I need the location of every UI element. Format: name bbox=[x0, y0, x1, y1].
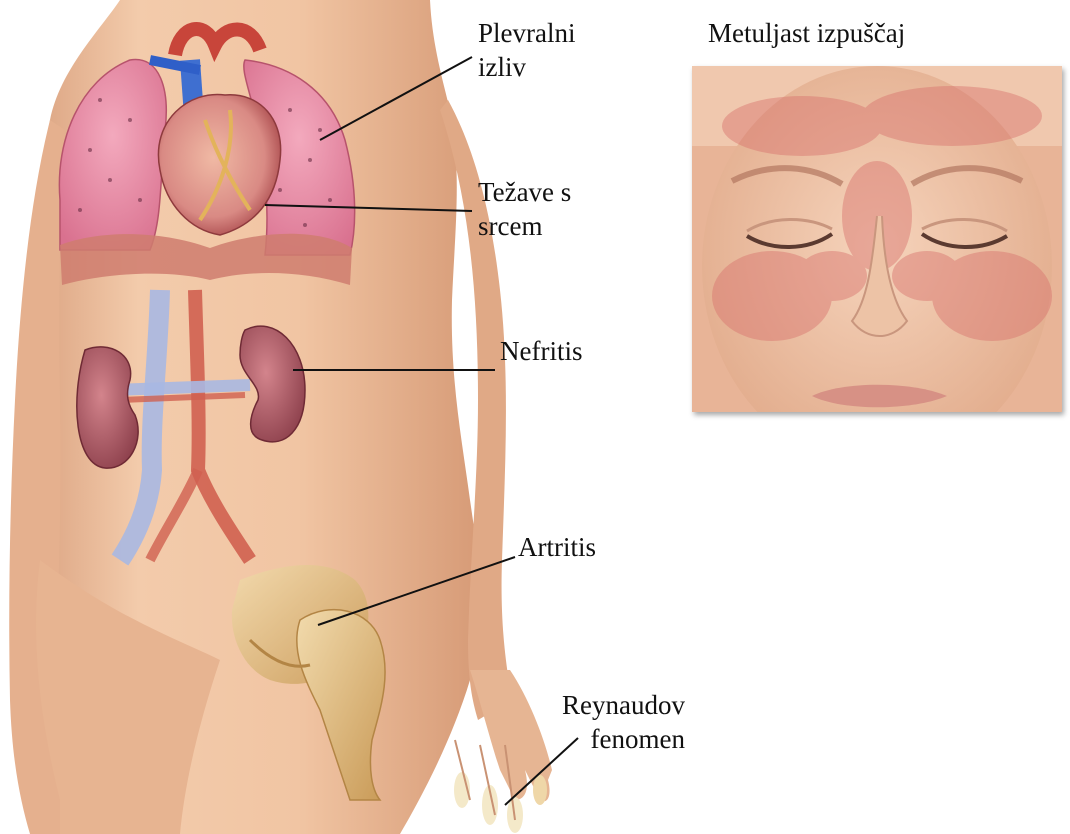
label-pleural-line-1: Plevralni bbox=[478, 16, 575, 50]
face-panel bbox=[692, 66, 1062, 412]
label-raynaud-line-1: Reynaudov bbox=[562, 688, 685, 722]
label-heart-line-2: srcem bbox=[478, 209, 571, 243]
label-butterfly-text: Metuljast izpuščaj bbox=[708, 16, 905, 50]
label-nephritis-text: Nefritis bbox=[500, 334, 582, 368]
hand bbox=[454, 670, 552, 833]
label-heart-line-1: Težave s bbox=[478, 175, 571, 209]
label-pleural-effusion: Plevralni izliv bbox=[478, 16, 575, 84]
label-arthritis-text: Artritis bbox=[518, 530, 596, 564]
left-kidney bbox=[77, 347, 138, 468]
label-raynaud-line-2: fenomen bbox=[562, 722, 685, 756]
label-nephritis: Nefritis bbox=[500, 334, 582, 368]
label-heart-problems: Težave s srcem bbox=[478, 175, 571, 243]
label-raynaud: Reynaudov fenomen bbox=[562, 688, 685, 756]
label-pleural-line-2: izliv bbox=[478, 50, 575, 84]
label-butterfly-rash: Metuljast izpuščaj bbox=[708, 16, 905, 50]
finger-tip-4 bbox=[533, 775, 547, 805]
face-illustration bbox=[692, 66, 1062, 412]
label-arthritis: Artritis bbox=[518, 530, 596, 564]
